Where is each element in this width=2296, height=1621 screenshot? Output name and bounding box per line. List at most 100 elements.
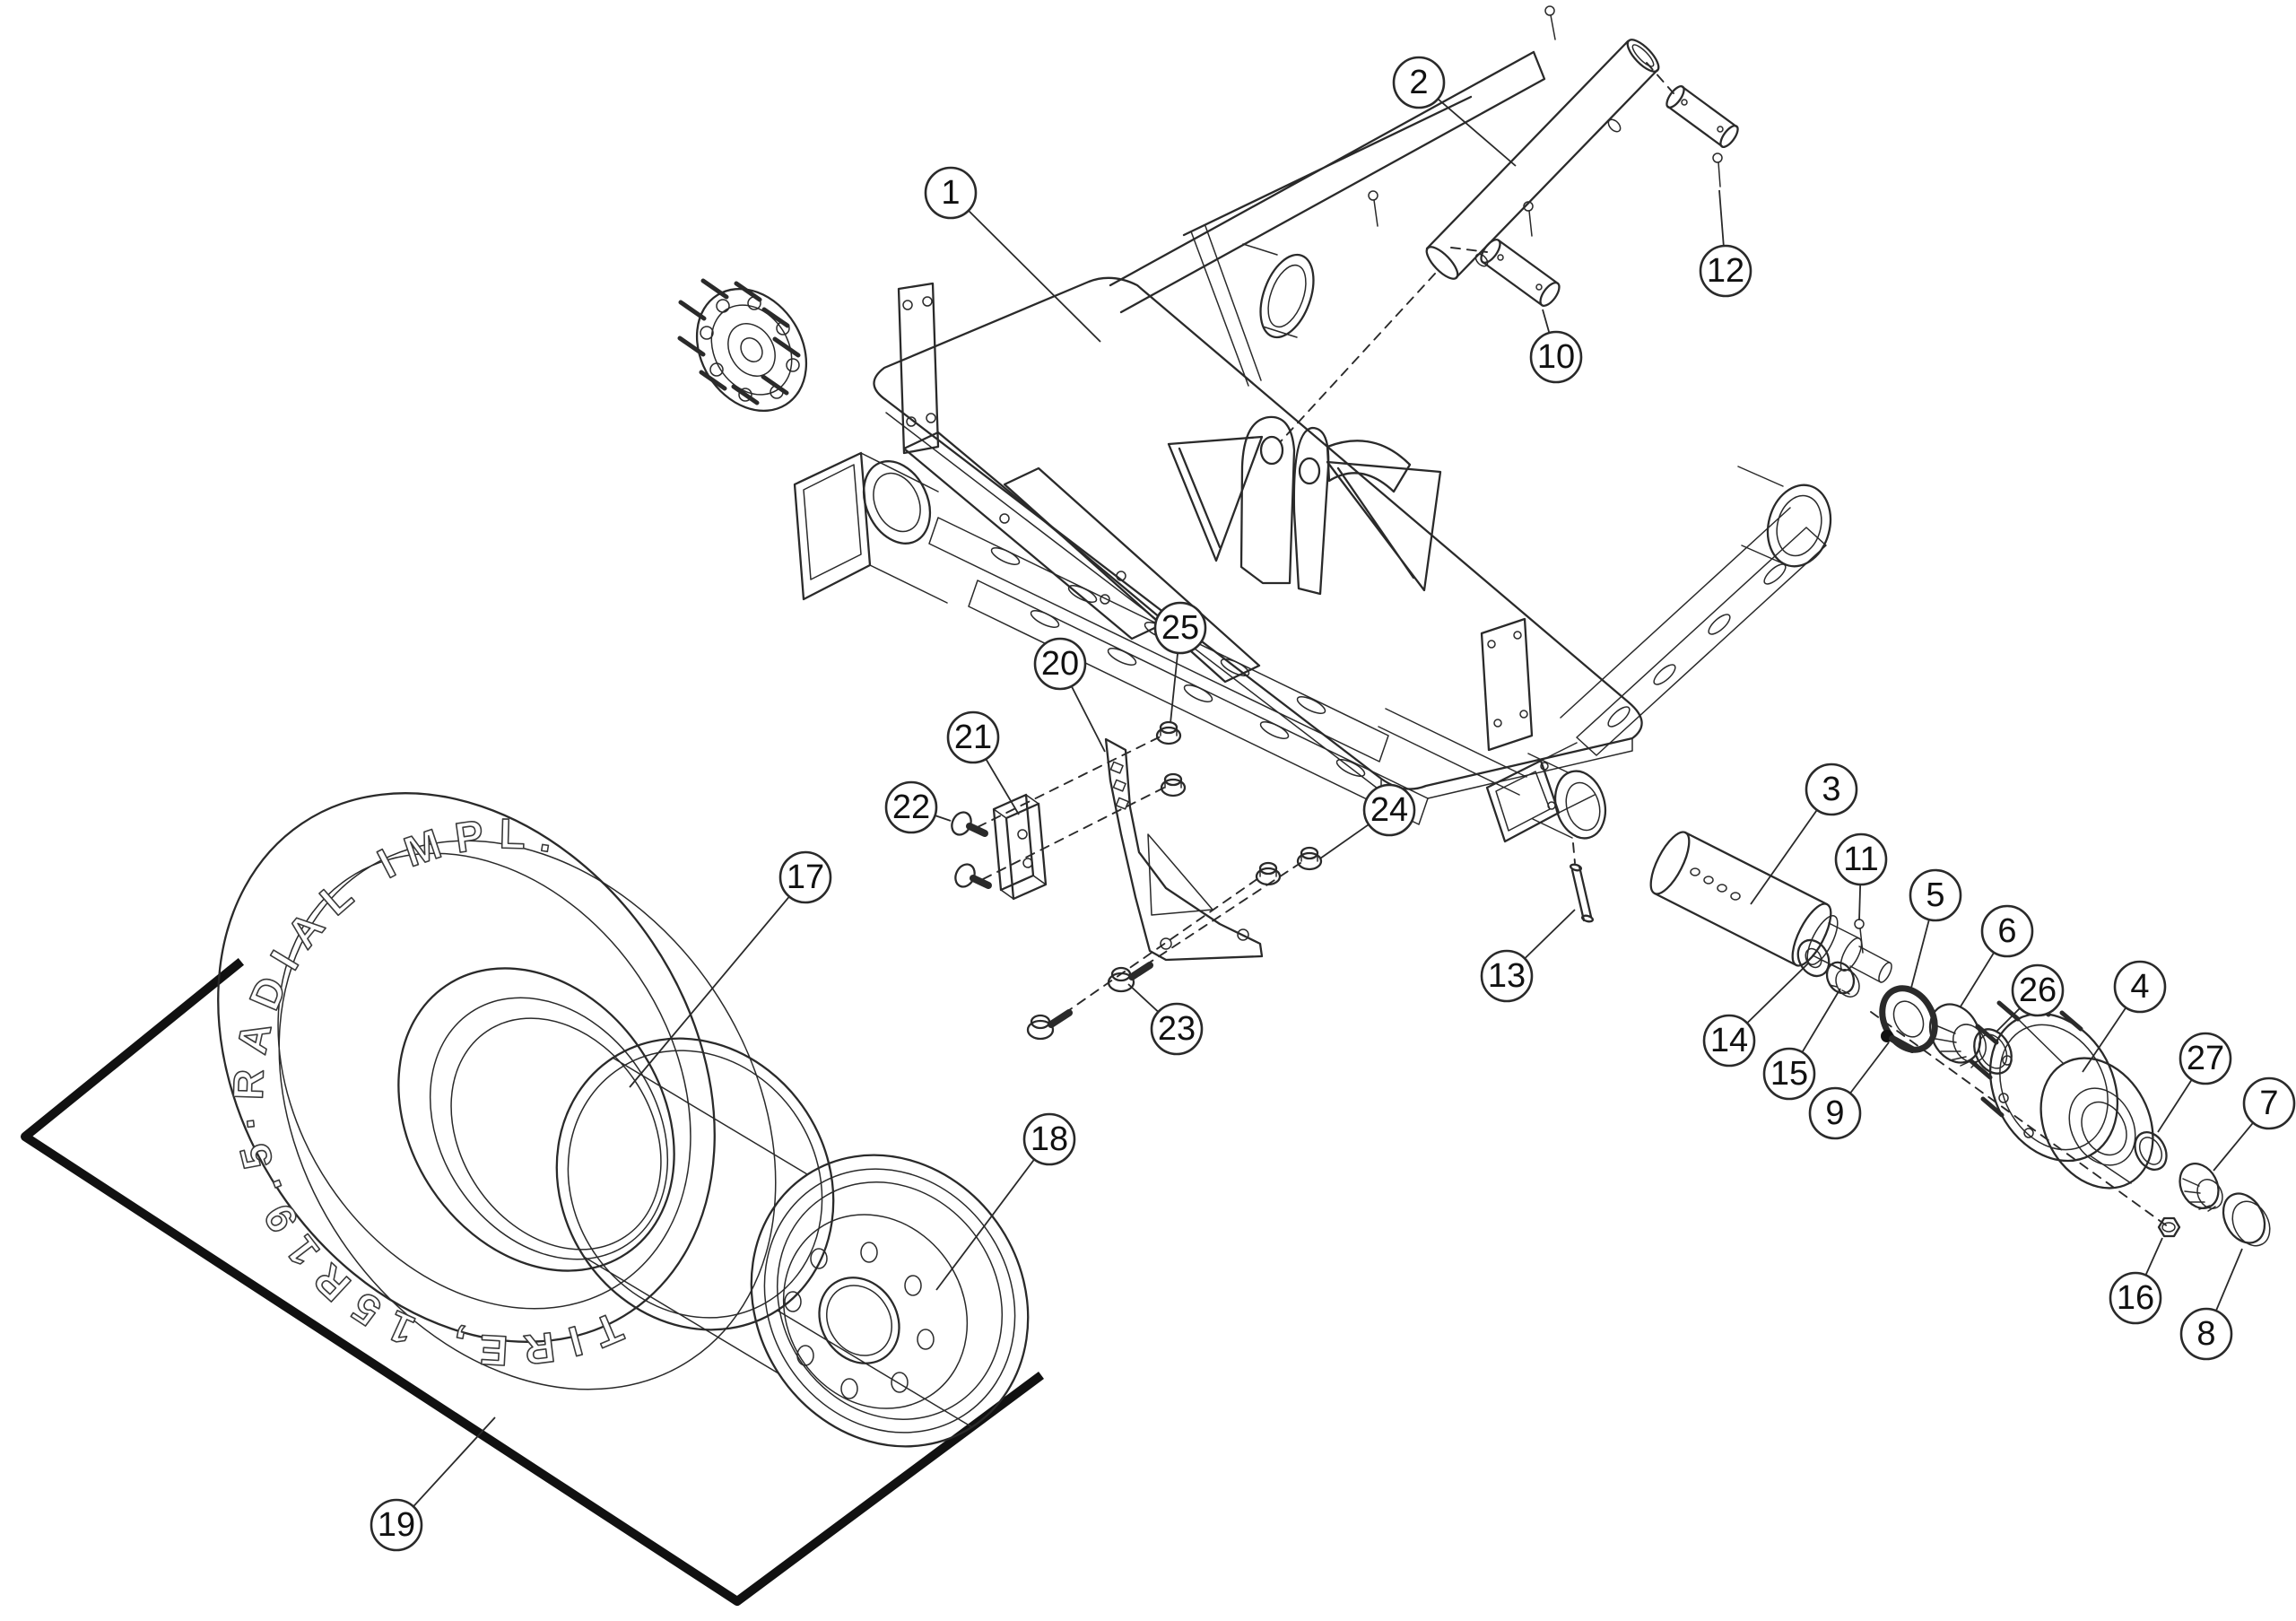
callout-balloon — [924, 166, 978, 220]
callout-27: 27 — [2157, 1032, 2232, 1133]
left-plate-holes — [902, 296, 936, 427]
wheel-group: TIRE, 15R19.5·RADIAL IMPL. — [21, 792, 1044, 1606]
clevis-pin-10 — [1480, 239, 1561, 307]
callout-number: 2 — [1409, 64, 1428, 101]
cotter-pin-icon — [1523, 201, 1534, 212]
frame-weldment — [677, 50, 1832, 843]
slotted-bar-2 — [968, 580, 1429, 825]
tube-notch-upper — [1607, 118, 1622, 133]
callout-4: 4 — [2082, 960, 2167, 1073]
callout-number: 26 — [2019, 972, 2057, 1009]
callout-9: 9 — [1808, 1041, 1890, 1140]
callout-leader — [935, 1138, 1050, 1291]
callout-number: 18 — [1031, 1120, 1068, 1158]
callout-24: 24 — [1319, 783, 1416, 859]
callout-balloon — [1909, 868, 1962, 922]
callout-balloon — [2113, 960, 2167, 1014]
callout-leader — [629, 876, 806, 1088]
callout-balloon — [1834, 832, 1888, 886]
callout-11: 11 — [1834, 832, 1888, 921]
corner-bars — [1378, 708, 1527, 796]
callout-balloon — [2011, 963, 2065, 1017]
ring-27 — [2134, 1131, 2168, 1171]
callout-3: 3 — [1750, 763, 1858, 905]
callout-balloon — [1699, 244, 1752, 298]
callout-19: 19 — [370, 1416, 496, 1552]
callout-10: 10 — [1529, 309, 1583, 384]
right-plate-holes — [1487, 631, 1528, 728]
cotter-pins — [1368, 5, 1723, 237]
castle-nut-15 — [1825, 961, 1860, 998]
bracket-group — [951, 720, 1323, 1041]
callout-number: 9 — [1825, 1094, 1844, 1132]
callout-16: 16 — [2109, 1237, 2163, 1325]
assembly-line-bolt22a — [977, 735, 1163, 828]
callout-21: 21 — [946, 710, 1020, 815]
callout-balloon — [1805, 763, 1858, 816]
wheel-hub-4 — [1969, 996, 2154, 1190]
roll-pin-13-group — [1570, 842, 1594, 923]
callout-number: 7 — [2259, 1085, 2278, 1122]
flange-nuts-24 — [1255, 846, 1323, 886]
callout-number: 3 — [1822, 771, 1840, 808]
mast-gusset-right — [1326, 460, 1442, 592]
callout-number: 5 — [1926, 876, 1944, 914]
assembly-bracket-line — [21, 957, 1044, 1606]
bracket-cutout — [1147, 833, 1213, 916]
pivot-boss-left-bore — [1267, 264, 1307, 328]
tire: TIRE, 15R19.5·RADIAL IMPL. — [217, 792, 777, 1390]
pivot-boss-right-bore — [1776, 494, 1822, 557]
callout-number: 20 — [1041, 645, 1079, 683]
callout-balloon — [1362, 783, 1416, 837]
callout-number: 22 — [892, 789, 930, 826]
callout-number: 21 — [954, 719, 992, 756]
callout-number: 16 — [2117, 1279, 2154, 1317]
brace-b — [1003, 466, 1261, 684]
callout-23: 23 — [1127, 983, 1204, 1056]
hub-left-studs — [677, 278, 801, 405]
rear-beam — [1109, 50, 1546, 314]
callout-balloon — [2179, 1307, 2233, 1361]
cotter-pin-icon — [1544, 5, 1555, 16]
callout-balloon — [1808, 1086, 1862, 1140]
corner-pivot-bore — [1527, 753, 1607, 840]
mast-hole-front — [1259, 435, 1284, 466]
left-plate — [897, 282, 940, 455]
assembly-line-tube-pin12 — [1646, 62, 1674, 94]
mast-hole-rear — [1298, 457, 1321, 485]
cotter-pin-icon — [1712, 153, 1723, 163]
beam-strut — [1190, 225, 1262, 387]
corner-tube — [1485, 742, 1596, 843]
callout-2: 2 — [1392, 56, 1517, 167]
flange-nuts-25 — [1155, 720, 1187, 797]
callout-7: 7 — [2213, 1076, 2296, 1172]
pivot-tube-group — [1280, 5, 1739, 442]
callout-balloon — [1033, 637, 1087, 691]
mast-gusset-left — [1167, 435, 1264, 562]
rim-bolt-holes — [784, 1242, 935, 1399]
callout-balloon — [1392, 56, 1446, 109]
callout-number: 4 — [2130, 968, 2149, 1006]
callout-balloon — [2179, 1032, 2232, 1085]
callout-12: 12 — [1699, 189, 1752, 298]
outer-bearing-7 — [2179, 1163, 2223, 1212]
flange-bolts-23 — [1026, 962, 1153, 1041]
callout-balloon — [2242, 1076, 2296, 1130]
callout-8: 8 — [2179, 1248, 2243, 1361]
assembly-line-bolt22b — [982, 785, 1169, 880]
callout-number: 11 — [1843, 841, 1878, 878]
callout-20: 20 — [1033, 637, 1106, 753]
clevis-pin-12 — [1665, 84, 1739, 149]
callout-balloon — [778, 850, 832, 904]
dust-cap-8 — [2222, 1192, 2271, 1247]
callout-number: 1 — [941, 174, 960, 212]
roll-pin-13 — [1570, 863, 1594, 923]
callout-balloon — [946, 710, 1000, 764]
carriage-bolts-22 — [951, 811, 992, 889]
wheel-rim — [555, 1037, 1030, 1448]
spindle-hub-group — [1649, 831, 2271, 1247]
spindle-nut-16 — [2157, 1216, 2181, 1238]
callout-balloon — [1762, 1047, 1816, 1101]
